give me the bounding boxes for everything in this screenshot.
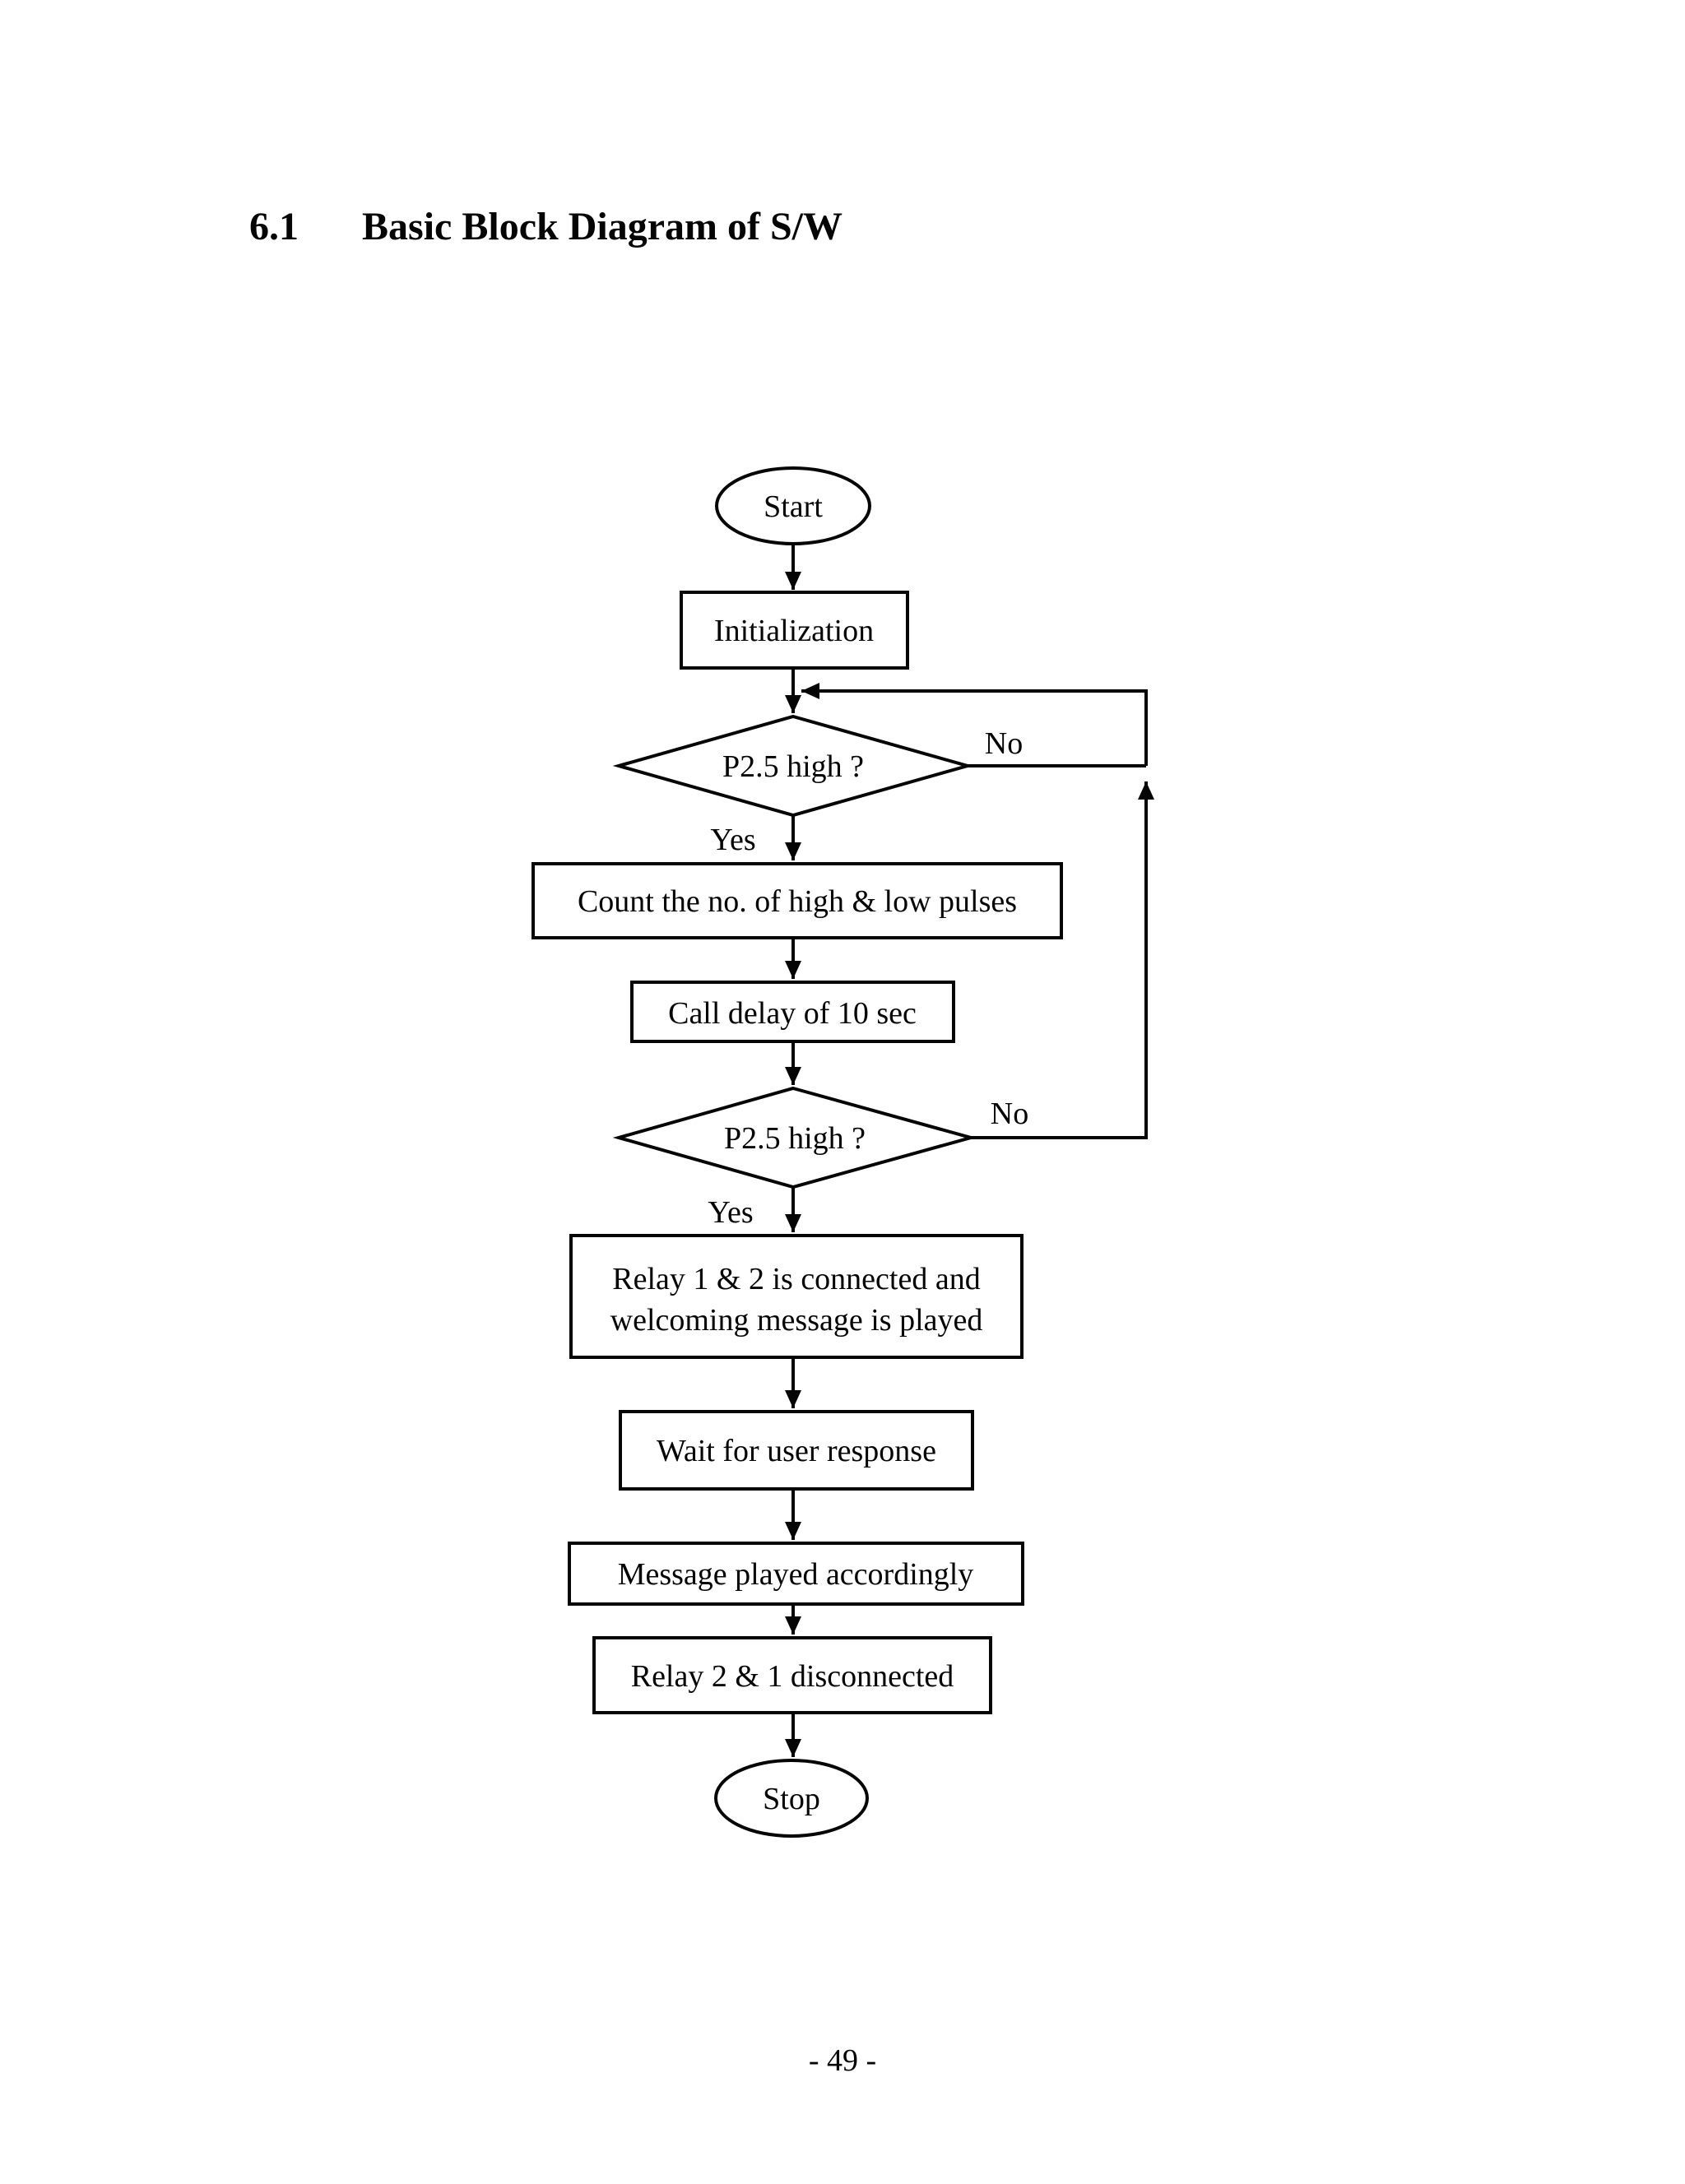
node-decision2: P2.5 high ? xyxy=(612,1086,977,1189)
relay-connect-label-line2: welcoming message is played xyxy=(610,1303,983,1338)
node-stop: Stop xyxy=(714,1759,869,1838)
start-label: Start xyxy=(764,489,823,524)
flow-nodes: Start Initialization P2.5 high ? No Yes … xyxy=(531,466,1063,1838)
stop-label: Stop xyxy=(763,1782,820,1816)
flow-edges xyxy=(785,544,1154,1757)
node-decision1: P2.5 high ? xyxy=(612,714,974,818)
decision2-diamond xyxy=(612,1086,977,1189)
page-title: Basic Block Diagram of S/W xyxy=(362,205,842,248)
edge-loop-return xyxy=(801,683,1148,766)
relay-connect-box xyxy=(569,1234,1024,1359)
count-pulses-box xyxy=(531,862,1063,939)
node-count-pulses: Count the no. of high & low pulses xyxy=(531,862,1063,939)
decision1-yes-label: Yes xyxy=(710,823,755,857)
decision1-diamond xyxy=(612,714,974,818)
decision1-no-label: No xyxy=(985,726,1023,761)
heading-number: 6.1 xyxy=(249,205,299,248)
message-played-label: Message played accordingly xyxy=(618,1557,974,1592)
node-message-played: Message played accordingly xyxy=(568,1542,1024,1606)
node-start: Start xyxy=(715,466,871,545)
decision2-label: P2.5 high ? xyxy=(724,1121,866,1156)
node-initialization: Initialization xyxy=(680,591,909,670)
count-pulses-label: Count the no. of high & low pulses xyxy=(578,884,1017,919)
section-heading: 6.1 Basic Block Diagram of S/W xyxy=(249,205,842,248)
relay-disconnect-box xyxy=(592,1636,992,1714)
node-relay-connect: Relay 1 & 2 is connected and welcoming m… xyxy=(569,1234,1024,1359)
page-number: - 49 - xyxy=(809,2043,876,2078)
initialization-box xyxy=(680,591,909,670)
initialization-label: Initialization xyxy=(714,614,874,648)
node-call-delay: Call delay of 10 sec xyxy=(630,981,955,1043)
call-delay-label: Call delay of 10 sec xyxy=(668,996,917,1031)
call-delay-box xyxy=(630,981,955,1043)
node-relay-disconnect: Relay 2 & 1 disconnected xyxy=(592,1636,992,1714)
start-terminator-shape xyxy=(715,466,871,545)
node-wait-response: Wait for user response xyxy=(619,1410,974,1491)
wait-response-label: Wait for user response xyxy=(657,1434,936,1468)
relay-connect-label-line1: Relay 1 & 2 is connected and xyxy=(612,1262,980,1296)
decision1-label: P2.5 high ? xyxy=(722,749,864,784)
stop-terminator-shape xyxy=(714,1759,869,1838)
decision2-no-label: No xyxy=(991,1097,1028,1131)
decision2-yes-label: Yes xyxy=(708,1195,753,1230)
wait-response-box xyxy=(619,1410,974,1491)
relay-disconnect-label: Relay 2 & 1 disconnected xyxy=(631,1659,954,1694)
edge-decision2-no-loop xyxy=(971,781,1154,1139)
message-played-box xyxy=(568,1542,1024,1606)
